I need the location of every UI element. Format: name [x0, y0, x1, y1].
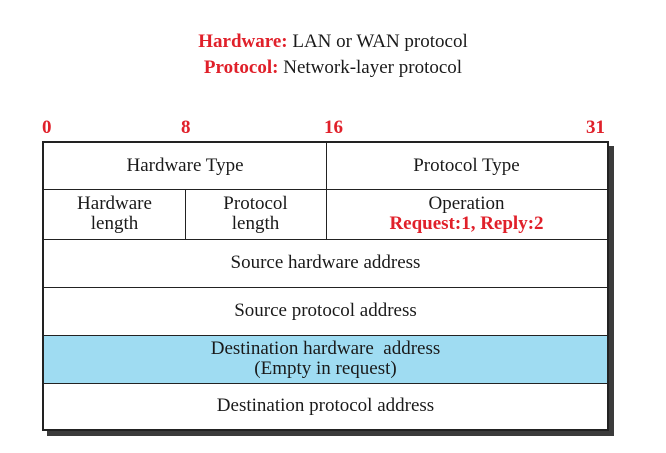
field-hardware-length: Hardware length	[44, 189, 185, 239]
field-operation-label: Operation	[428, 193, 505, 214]
field-hardware-type-label: Hardware Type	[126, 155, 244, 176]
field-operation: Operation Request:1, Reply:2	[326, 189, 607, 239]
arp-packet-format: Hardware Type Protocol Type Hardware len…	[42, 141, 609, 431]
field-protocol-type: Protocol Type	[326, 143, 607, 189]
bit-marker-0: 0	[42, 117, 52, 138]
bit-marker-31: 31	[586, 117, 605, 138]
column-divider-8	[185, 189, 186, 239]
field-source-hardware-address: Source hardware address	[44, 239, 607, 287]
field-hardware-type: Hardware Type	[44, 143, 326, 189]
field-protocol-length-line2: length	[231, 213, 280, 234]
row-divider	[44, 287, 607, 288]
field-hardware-length-line1: Hardware	[77, 193, 152, 214]
bit-marker-16: 16	[324, 117, 343, 138]
field-destination-hardware-address-label: Destination hardware address	[210, 338, 441, 359]
field-protocol-length-line1: Protocol	[223, 193, 288, 214]
field-source-protocol-address-label: Source protocol address	[234, 300, 417, 321]
field-destination-protocol-address-label: Destination protocol address	[216, 395, 435, 416]
field-protocol-length: Protocol length	[185, 189, 326, 239]
field-hardware-length-line2: length	[90, 213, 139, 234]
row-divider	[44, 383, 607, 384]
row-divider	[44, 239, 607, 240]
bit-marker-8: 8	[181, 117, 191, 138]
field-destination-hardware-note: (Empty in request)	[254, 358, 397, 379]
legend-hardware-desc: LAN or WAN protocol	[287, 31, 468, 52]
legend-protocol: Protocol: Network-layer protocol	[0, 56, 666, 80]
field-destination-hardware-address: Destination hardware address (Empty in r…	[44, 335, 607, 383]
legend-protocol-desc: Network-layer protocol	[278, 57, 463, 78]
legend-hardware-key: Hardware:	[198, 31, 288, 52]
field-protocol-type-label: Protocol Type	[413, 155, 520, 176]
legend-protocol-key: Protocol:	[203, 57, 279, 78]
field-source-protocol-address: Source protocol address	[44, 287, 607, 335]
column-divider-16	[326, 143, 327, 239]
row-divider	[44, 189, 607, 190]
field-operation-values: Request:1, Reply:2	[389, 213, 544, 234]
field-destination-protocol-address: Destination protocol address	[44, 383, 607, 429]
row-divider	[44, 335, 607, 336]
field-source-hardware-address-label: Source hardware address	[230, 252, 421, 273]
legend-hardware: Hardware: LAN or WAN protocol	[0, 30, 666, 54]
destination-hardware-highlight	[44, 335, 607, 383]
